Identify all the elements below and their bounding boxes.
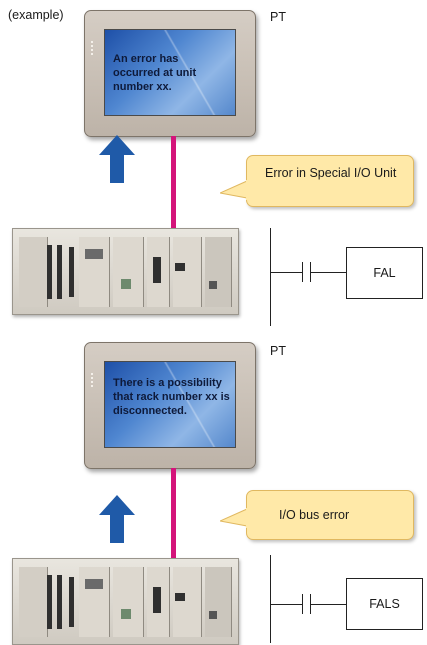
screen-message-1: An error has occurred at unit number xx. [113,53,197,93]
ladder-rail-1 [270,228,271,326]
callout-text-1: Error in Special I/O Unit [265,166,397,180]
plc-module [79,237,110,307]
example-label: (example) [8,8,64,22]
ladder-rung-1a [270,272,302,273]
connector-slot [69,247,74,297]
pt-label-2: PT [270,344,286,358]
connector-slot [175,263,185,271]
pt-screen-2: There is a possibility that rack number … [104,361,236,448]
connector-slot [47,245,52,299]
screen-message-2: There is a possibility that rack number … [113,377,230,417]
instruction-box-1: FAL [346,247,423,299]
connector-slot [47,575,52,629]
pt-label-1: PT [270,10,286,24]
plc-module [173,237,202,307]
pt-terminal-2: There is a possibility that rack number … [84,342,256,469]
connector-slot [209,281,217,289]
ladder-rung-2a [270,604,302,605]
indicator-dots [91,373,95,387]
plc-module [205,567,232,637]
up-arrow-icon-1 [99,135,135,183]
connector-slot [153,587,161,613]
plc-rack-2 [12,558,239,645]
pt-screen-1: An error has occurred at unit number xx. [104,29,236,116]
pt-terminal-1: An error has occurred at unit number xx. [84,10,256,137]
callout-text-2: I/O bus error [279,508,350,522]
connector-slot [85,579,103,589]
connector-slot [69,577,74,627]
callout-pointer-2 [220,508,250,528]
contact-left-2 [302,594,303,614]
plc-module [173,567,202,637]
instruction-box-2: FALS [346,578,423,630]
connector-slot [121,609,131,619]
ladder-rail-2 [270,555,271,643]
connection-cable-2 [171,468,176,608]
up-arrow-icon-2 [99,495,135,543]
contact-left-1 [302,262,303,282]
callout-1: Error in Special I/O Unit [246,155,414,207]
connector-slot [57,575,62,629]
plc-module [79,567,110,637]
plc-module [113,237,144,307]
connector-slot [85,249,103,259]
plc-module [19,237,48,307]
plc-module [113,567,144,637]
ladder-rung-2b [310,604,346,605]
callout-2: I/O bus error [246,490,414,540]
callout-pointer-1 [220,180,250,200]
plc-module [205,237,232,307]
connector-slot [175,593,185,601]
plc-module [19,567,48,637]
connection-cable-1 [171,136,176,276]
connector-slot [57,245,62,299]
connector-slot [209,611,217,619]
connector-slot [153,257,161,283]
ladder-rung-1b [310,272,346,273]
plc-rack-1 [12,228,239,315]
indicator-dots [91,41,95,55]
connector-slot [121,279,131,289]
